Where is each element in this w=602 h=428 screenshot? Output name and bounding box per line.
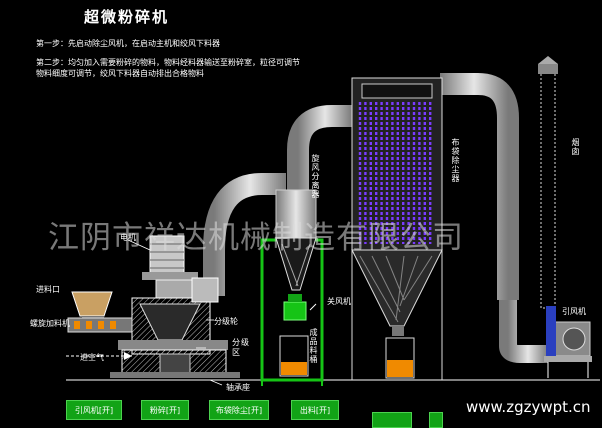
- label-feed-port: 进料口: [36, 285, 60, 294]
- label-air-inlet: 进空气: [80, 353, 104, 362]
- cyclone-product-bin: [279, 335, 309, 377]
- chimney: [540, 71, 556, 309]
- discharge-on-button[interactable]: 出料[开]: [291, 400, 339, 420]
- page-title: 超微粉碎机: [84, 8, 170, 26]
- fan-on-button[interactable]: 引风机[开]: [66, 400, 122, 420]
- label-screw-feeder: 螺旋加料机: [30, 319, 70, 328]
- label-chimney: 烟囱: [571, 138, 580, 156]
- label-cyclone: 旋风分离器: [311, 154, 320, 199]
- airlock-valve: [283, 301, 307, 321]
- company-watermark: 江阴市祥达机械制造有限公司: [48, 220, 464, 256]
- label-airlock: 关风机: [327, 297, 351, 306]
- crusher-on-button[interactable]: 粉碎[开]: [141, 400, 189, 420]
- step-1-text: 第一步：先启动除尘风机，在启动主机和绞风下料器: [36, 39, 220, 48]
- step-2-text-line1: 第二步：均匀加入需要粉碎的物料，物料经料器输送至粉碎室，粒径可调节: [36, 58, 300, 67]
- label-bag-filter: 布袋除尘器: [451, 138, 460, 183]
- label-product-bin: 成品料桶: [309, 328, 318, 364]
- filter-product-bin: [385, 337, 415, 379]
- label-bearing-seat: 轴承座: [226, 383, 250, 392]
- site-url: www.zgzywpt.cn: [466, 398, 591, 416]
- filter-bags: [358, 102, 432, 244]
- pipe-filter-to-fan: [440, 73, 519, 300]
- pipe-fan-bottom: [499, 300, 548, 363]
- pipe-cyclone-to-filter: [287, 105, 352, 190]
- label-fan: 引风机: [562, 307, 586, 316]
- step-2-text-line2: 物料细度可调节，绞风下料器自动排出合格物料: [36, 69, 204, 78]
- label-classifier-wheel: 分级轮: [214, 317, 238, 326]
- cyclone-body: [275, 189, 317, 239]
- label-motor: 电机: [120, 233, 136, 242]
- dust-collector-on-button[interactable]: 布袋除尘[开]: [209, 400, 269, 420]
- feed-hopper: [71, 291, 113, 317]
- pipe-mill-to-cyclone: [203, 173, 286, 296]
- label-classification-zone: 分级区: [232, 338, 250, 357]
